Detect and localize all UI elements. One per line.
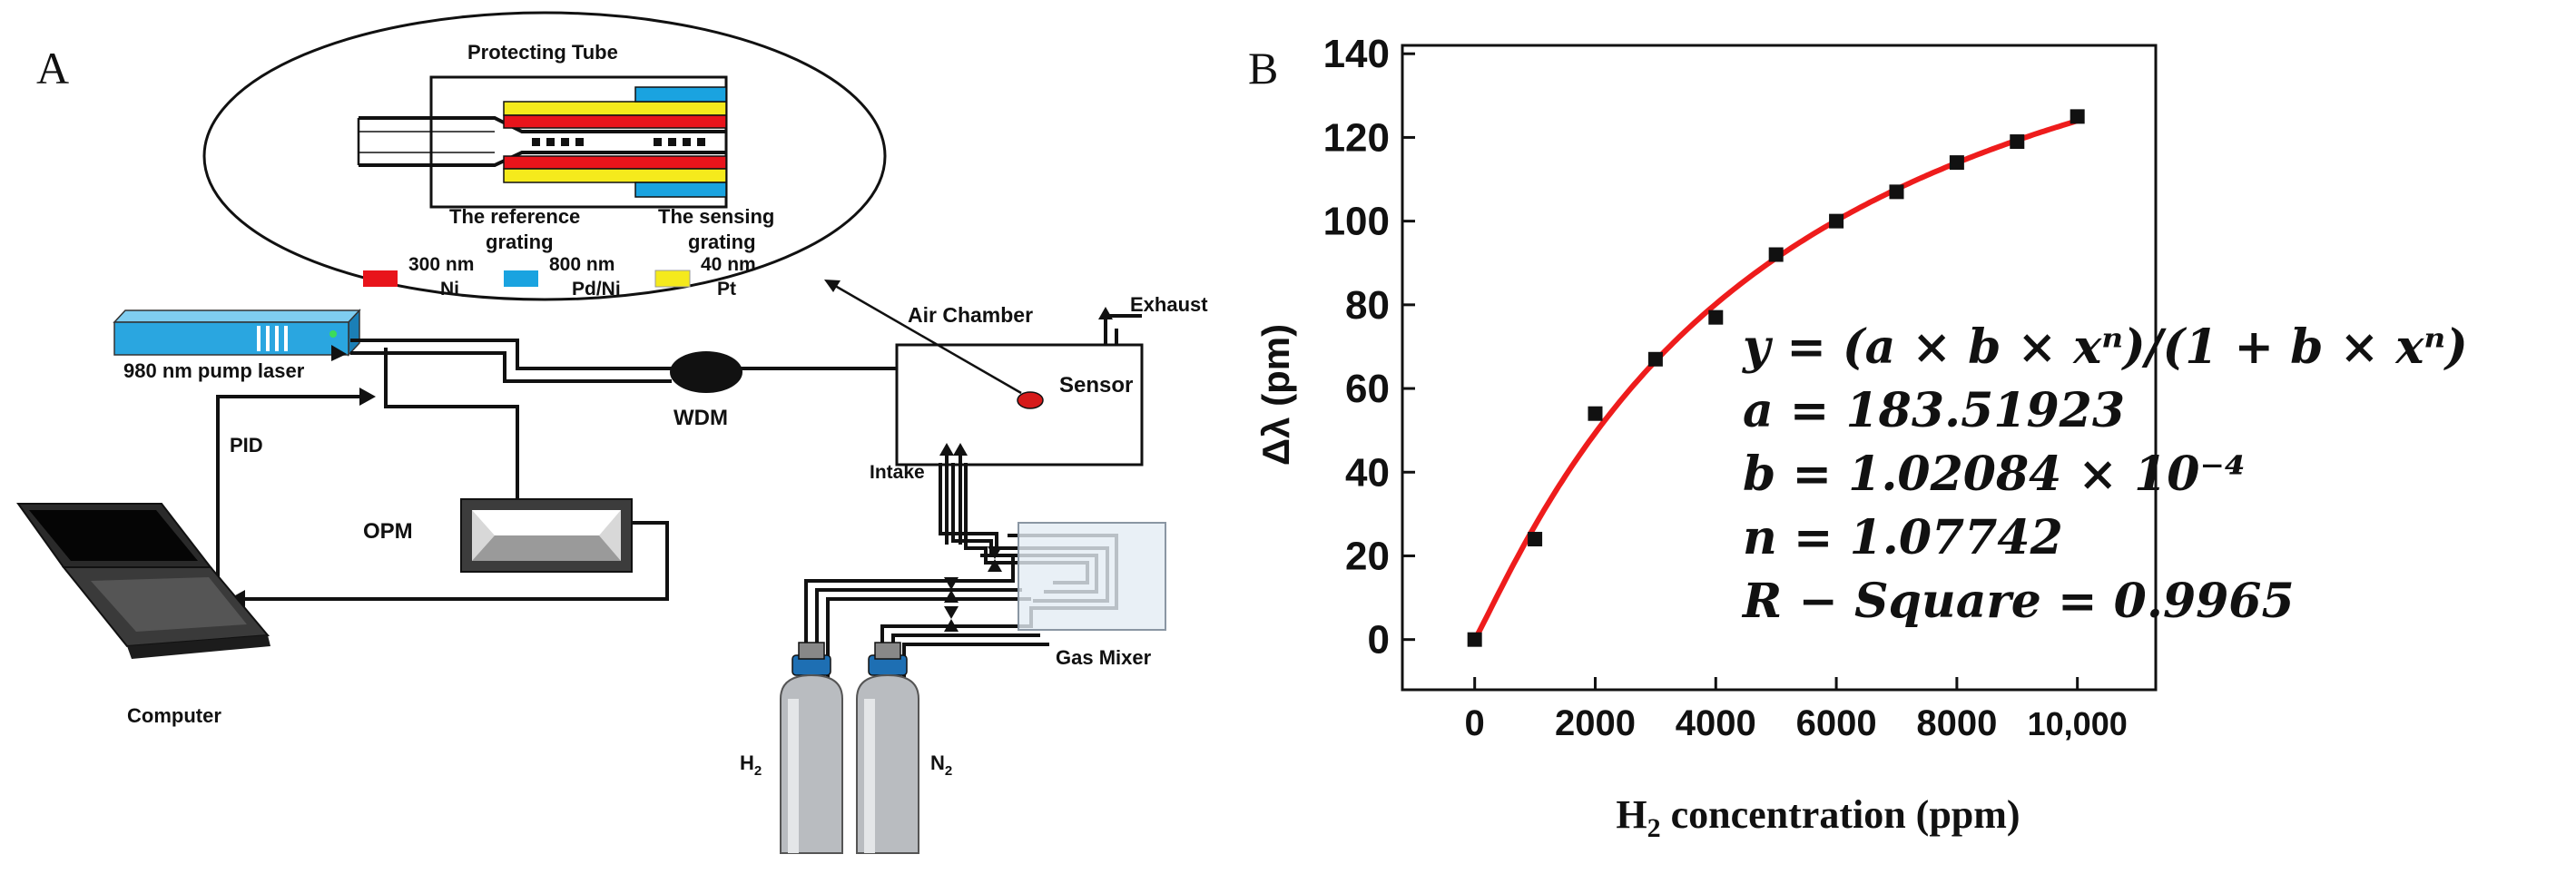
ni-layer-top [503, 114, 727, 129]
y-tick-label: 80 [1345, 283, 1390, 328]
valves [944, 546, 1002, 632]
exhaust-pipe [1104, 314, 1142, 345]
legend-ni-line2: Ni [440, 279, 459, 300]
legend-pt-line2: Pt [717, 279, 736, 300]
x-axis-label: H2 concentration (ppm) [1616, 792, 2020, 843]
intake-label: Intake [870, 462, 925, 483]
y-tick-label: 120 [1323, 115, 1390, 160]
exhaust-label: Exhaust [1130, 293, 1208, 316]
n2-cylinder [856, 642, 919, 854]
data-point [2070, 109, 2085, 124]
legend-ni-line1: 300 nm [408, 254, 474, 275]
equation-line-5: R − Square = 0.9965 [1741, 574, 2295, 629]
y-tick-label: 40 [1345, 450, 1390, 495]
equation-line-1: y = (a × b × xⁿ)/(1 + b × xⁿ) [1742, 319, 2468, 375]
y-tick-label: 20 [1345, 534, 1390, 578]
equation-line-2: a = 183.51923 [1743, 383, 2125, 438]
pump-laser [113, 309, 361, 357]
pdni-layer-bottom [634, 182, 727, 198]
gas-mixer [1018, 522, 1166, 631]
data-point [1768, 247, 1784, 262]
sensing-grating-marks [654, 138, 705, 146]
gas-mixer-label: Gas Mixer [1056, 646, 1152, 669]
data-point [1949, 155, 1964, 171]
protecting-tube-label: Protecting Tube [467, 41, 618, 64]
legend-pdni-line2: Pd/Ni [572, 279, 621, 300]
y-tick-label: 140 [1323, 32, 1390, 76]
zoom-pointer-line [830, 281, 1022, 395]
pt-layer-bottom [503, 168, 727, 183]
layer-legend: 300 nm Ni 800 nm Pd/Ni 40 nm Pt [363, 254, 756, 300]
pump-laser-label: 980 nm pump laser [123, 359, 305, 382]
panel-b-label: B [1248, 43, 1278, 93]
data-point [1647, 351, 1663, 367]
n2-label: N2 [930, 751, 952, 779]
chart-panel: B 0 20 40 60 80 100 120 140 0 2000 4000 6000 8000 10,… [1248, 32, 2468, 843]
data-point [1528, 532, 1543, 547]
y-tick-label: 0 [1368, 618, 1390, 663]
y-tick-label: 100 [1323, 200, 1390, 244]
sensor-probe [1017, 391, 1044, 409]
schematic-panel: A Protecting Tube The reference [16, 11, 1208, 854]
x-tick-label: 0 [1465, 703, 1485, 743]
opm-meter [460, 498, 633, 573]
data-point [1829, 213, 1844, 229]
legend-swatch-pt [654, 270, 691, 288]
equation-line-3: b = 1.02084 × 10⁻⁴ [1743, 447, 2246, 502]
x-tick-label: 2000 [1555, 703, 1636, 743]
legend-swatch-pdni [504, 270, 538, 287]
pt-layer-top [503, 101, 727, 116]
legend-pdni-line1: 800 nm [549, 254, 615, 275]
chart-points [1467, 109, 2085, 647]
data-point [1467, 632, 1482, 647]
laptop-computer [16, 503, 270, 659]
fiber-to-opm [384, 348, 519, 508]
y-axis-label: Δλ (pm) [1254, 324, 1297, 466]
data-point [2010, 134, 2025, 150]
y-tick-label: 60 [1345, 367, 1390, 411]
data-point [1588, 406, 1603, 421]
reference-grating-label-2: grating [486, 231, 554, 253]
computer-label: Computer [127, 704, 221, 727]
reference-grating-marks [532, 138, 584, 146]
ni-layer-bottom [503, 155, 727, 170]
chart-ticks: 0 20 40 60 80 100 120 140 0 2000 4000 6000 8000 10,00… [1323, 32, 2128, 743]
plot-border [1401, 44, 2158, 692]
wdm-coupler [670, 351, 742, 393]
legend-swatch-ni [363, 270, 398, 287]
sensing-grating-label-2: grating [688, 231, 756, 253]
air-chamber-label: Air Chamber [908, 303, 1033, 327]
fiber-laser-to-wdm [350, 351, 672, 383]
data-point [1889, 184, 1904, 200]
wdm-label: WDM [673, 406, 728, 430]
x-tick-label: 10,000 [2028, 705, 2128, 742]
reference-grating-label-1: The reference [449, 205, 580, 228]
fit-equation: y = (a × b × xⁿ)/(1 + b × xⁿ) a = 183.51… [1741, 319, 2468, 629]
pdni-layer-top [634, 86, 727, 103]
sensing-grating-label-1: The sensing [658, 205, 774, 228]
opm-label: OPM [363, 519, 413, 544]
pid-label: PID [230, 434, 263, 457]
equation-line-4: n = 1.07742 [1743, 510, 2063, 565]
data-point [1708, 309, 1724, 325]
x-tick-label: 6000 [1796, 703, 1877, 743]
legend-pt-line1: 40 nm [701, 254, 756, 275]
pid-feedback-line [216, 395, 359, 579]
chart-frame [1401, 44, 2158, 692]
h2-label: H2 [740, 751, 762, 779]
opm-to-computer-line [245, 521, 669, 601]
fiber-cross-section [357, 75, 728, 209]
panel-a-label: A [36, 43, 69, 93]
x-tick-label: 4000 [1676, 703, 1756, 743]
x-tick-label: 8000 [1916, 703, 1997, 743]
h2-cylinder [780, 642, 843, 854]
fiber-laser-to-sensor [350, 339, 1062, 370]
sensor-label: Sensor [1059, 373, 1133, 398]
